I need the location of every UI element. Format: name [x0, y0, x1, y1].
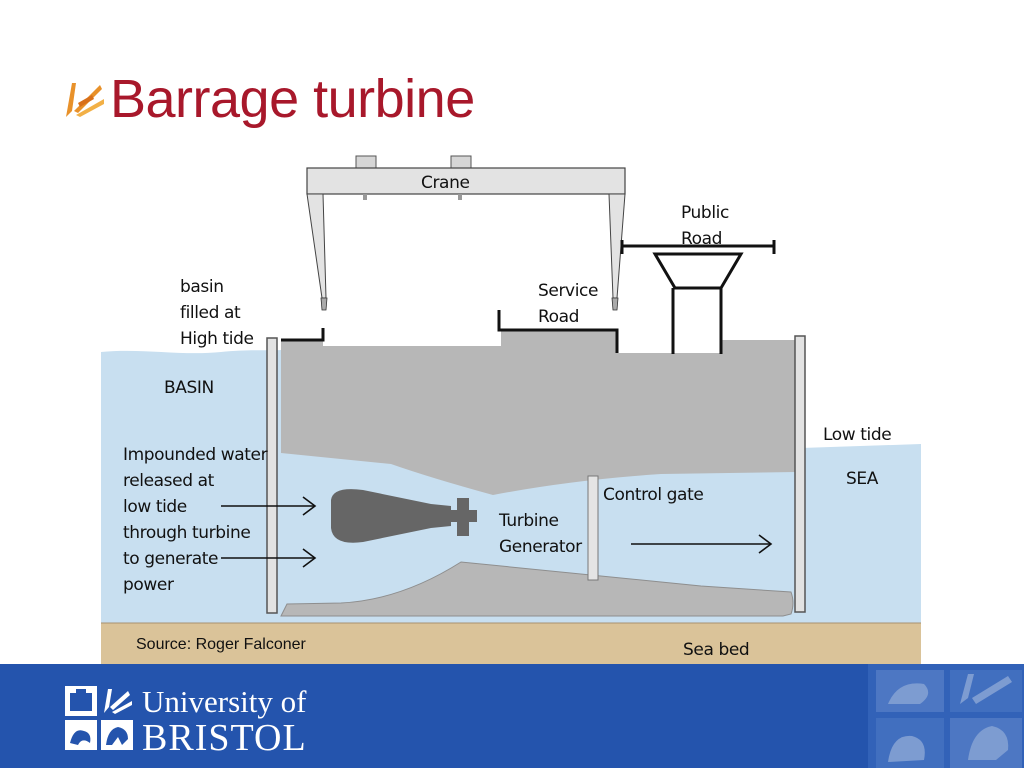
turbine-label-line2: Generator [499, 537, 582, 557]
channel-floor [280, 561, 794, 617]
slide-title: Barrage turbine [62, 64, 475, 134]
basin-name-label: BASIN [164, 378, 214, 398]
right-wall [794, 335, 806, 613]
impounded-label-line5: to generate [123, 549, 218, 569]
turbine-body [331, 489, 451, 543]
impounded-label-line1: Impounded water [123, 445, 268, 465]
turbine-label-line1: Turbine [498, 511, 559, 531]
service-road-label-line2: Road [538, 307, 579, 327]
left-wall [266, 337, 278, 614]
barrage-diagram: Crane Public Road basin filled at High t… [101, 148, 921, 664]
page-title: Barrage turbine [110, 69, 475, 129]
basin-label-line3: High tide [180, 329, 254, 349]
barrage-body [281, 330, 796, 495]
public-road-label-line2: Road [681, 229, 722, 249]
impounded-label-line2: released at [123, 471, 215, 491]
bristol-swoosh-icon [66, 83, 104, 117]
sea-label: SEA [846, 469, 879, 489]
flow-arrows [221, 496, 773, 568]
basin-water [101, 350, 281, 623]
university-crest-icon [65, 686, 133, 750]
public-road-label-line1: Public [681, 203, 729, 223]
footer-bar: University of BRISTOL [0, 664, 1024, 768]
impounded-label-line4: through turbine [123, 523, 250, 543]
university-wordmark: University of BRISTOL [142, 686, 307, 757]
university-name-line1: University of [142, 684, 307, 719]
impounded-label-line6: power [123, 575, 174, 595]
basin-label-line1: basin [180, 277, 224, 297]
sea-bed-label: Sea bed [683, 640, 749, 660]
sea-bed [101, 623, 921, 664]
source-credit: Source: Roger Falconer [136, 636, 306, 653]
low-tide-label: Low tide [823, 425, 891, 445]
turbine-blades [451, 498, 477, 536]
control-gate-label: Control gate [603, 485, 703, 505]
control-gate [587, 475, 599, 581]
impounded-label-line3: low tide [123, 497, 187, 517]
crane-beam [306, 167, 626, 195]
sea-water [801, 444, 921, 623]
university-name-line2: BRISTOL [142, 717, 307, 759]
crest-watermark-icon [868, 664, 1024, 768]
basin-label-line2: filled at [180, 303, 241, 323]
service-road-label-line1: Service [538, 281, 598, 301]
crane-label: Crane [421, 173, 470, 193]
